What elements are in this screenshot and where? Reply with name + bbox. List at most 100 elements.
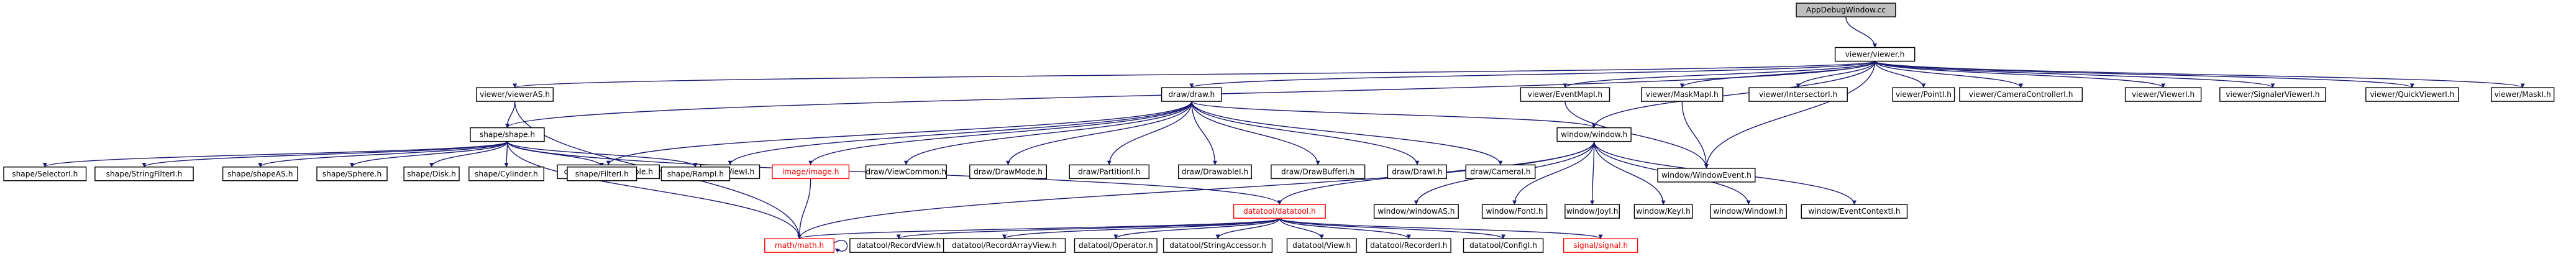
node-box <box>1959 87 2083 102</box>
node-rampI[interactable]: shape/RampI.h <box>660 167 731 181</box>
node-drawable[interactable]: draw/DrawableI.h <box>1177 164 1252 180</box>
edge-shape-to-selector <box>43 140 508 168</box>
node-label: shape/SelectorI.h <box>12 170 78 178</box>
node-box <box>865 164 947 180</box>
node-datatool[interactable]: datatool/datatool.h <box>1233 204 1326 219</box>
node-viewerAS[interactable]: viewer/viewerAS.h <box>476 87 554 102</box>
node-stringFilter[interactable]: shape/StringFilterI.h <box>94 167 194 181</box>
node-label: viewer/MaskI.h <box>2494 90 2551 99</box>
node-viewCommon[interactable]: draw/ViewCommon.h <box>865 164 947 180</box>
node-label: viewer/CameraControllerI.h <box>1969 90 2073 99</box>
node-maskI[interactable]: viewer/MaskI.h <box>2490 87 2555 102</box>
node-label: viewer/SignalerViewerI.h <box>2226 90 2319 99</box>
node-fontI[interactable]: window/FontI.h <box>1481 204 1548 219</box>
node-maskMap[interactable]: viewer/MaskMapI.h <box>1640 87 1724 102</box>
node-box <box>1074 238 1158 253</box>
edge-viewer-to-viewerAS <box>513 60 1876 88</box>
node-signalerViewer[interactable]: viewer/SignalerViewerI.h <box>2219 87 2326 102</box>
node-label: datatool/RecorderI.h <box>1370 241 1447 250</box>
node-math[interactable]: math/math.h <box>764 238 835 253</box>
node-box <box>2490 87 2555 102</box>
edge-viewer-to-signalerViewer <box>1874 60 2275 88</box>
node-recorder[interactable]: datatool/RecorderI.h <box>1366 238 1451 253</box>
node-label: datatool/ConfigI.h <box>1469 241 1537 250</box>
edge-viewer-to-viewerI <box>1874 60 2165 88</box>
node-recordArrayView[interactable]: datatool/RecordArrayView.h <box>943 238 1066 253</box>
node-filterI[interactable]: shape/FilterI.h <box>567 167 637 181</box>
node-shapeAS[interactable]: shape/shapeAS.h <box>222 167 298 181</box>
node-box <box>1657 168 1756 183</box>
node-label: draw/DrawMode.h <box>974 167 1043 176</box>
node-label: viewer/viewerAS.h <box>480 90 550 99</box>
node-camController[interactable]: viewer/CameraControllerI.h <box>1959 87 2083 102</box>
node-quickViewer[interactable]: viewer/QuickViewerI.h <box>2365 87 2459 102</box>
node-box <box>403 167 460 181</box>
node-drawMode[interactable]: draw/DrawMode.h <box>969 164 1048 180</box>
node-windowEvent[interactable]: window/WindowEvent.h <box>1657 168 1756 183</box>
edge-datatool-to-recorder <box>1279 217 1411 239</box>
node-viewer[interactable]: viewer/viewer.h <box>1834 47 1916 62</box>
edge-shape-to-math <box>506 141 802 239</box>
node-box <box>1177 164 1252 180</box>
node-box <box>1373 204 1459 219</box>
node-label: viewer/IntersectorI.h <box>1759 90 1837 99</box>
node-dtView[interactable]: datatool/View.h <box>1286 238 1357 253</box>
node-image[interactable]: image/image.h <box>772 164 850 180</box>
node-label: shape/shapeAS.h <box>227 170 293 178</box>
node-cylinder[interactable]: shape/Cylinder.h <box>468 167 544 181</box>
node-drawerI[interactable]: draw/DrawI.h <box>1387 164 1447 180</box>
node-label: shape/StringFilterI.h <box>106 170 183 178</box>
node-sphere[interactable]: shape/Sphere.h <box>316 167 388 181</box>
node-label: shape/RampI.h <box>667 170 724 178</box>
node-drawBuffer[interactable]: draw/DrawBufferI.h <box>1271 164 1366 180</box>
node-label: viewer/ViewerI.h <box>2132 90 2195 99</box>
node-window[interactable]: window/window.h <box>1556 127 1632 142</box>
node-eventContext[interactable]: window/EventContextI.h <box>1801 204 1908 219</box>
edge-draw-to-drawViewI <box>728 101 1192 165</box>
edge-appdebug-to-viewer <box>1845 17 1878 48</box>
node-box <box>660 167 731 181</box>
node-selector[interactable]: shape/SelectorI.h <box>3 167 87 181</box>
node-disk[interactable]: shape/Disk.h <box>403 167 460 181</box>
node-windowI[interactable]: window/WindowI.h <box>1710 204 1787 219</box>
node-label: viewer/MaskMapI.h <box>1646 90 1719 99</box>
edge-datatool-to-dtView <box>1279 218 1324 239</box>
node-cameraI[interactable]: draw/CameraI.h <box>1465 164 1536 180</box>
node-label: window/WindowEvent.h <box>1661 171 1752 180</box>
node-stringAccessor[interactable]: datatool/StringAccessor.h <box>1162 238 1273 253</box>
node-box <box>1710 204 1787 219</box>
node-box <box>1633 204 1693 219</box>
node-pointI[interactable]: viewer/PointI.h <box>1892 87 1955 102</box>
node-operator[interactable]: datatool/Operator.h <box>1074 238 1158 253</box>
node-label: shape/Cylinder.h <box>475 170 538 178</box>
node-signal[interactable]: signal/signal.h <box>1563 238 1638 253</box>
node-label: viewer/EventMapI.h <box>1528 90 1603 99</box>
edge-viewer-to-pointI <box>1874 61 1926 88</box>
node-appdebug[interactable]: AppDebugWindow.cc <box>1796 2 1896 17</box>
node-recordView[interactable]: datatool/RecordView.h <box>849 238 948 253</box>
node-shape[interactable]: shape/shape.h <box>470 127 545 142</box>
node-box <box>1796 2 1896 17</box>
node-partition[interactable]: draw/PartitionI.h <box>1069 164 1149 180</box>
node-label: datatool/RecordView.h <box>856 241 941 250</box>
node-box <box>1162 238 1273 253</box>
node-draw[interactable]: draw/draw.h <box>1161 87 1222 102</box>
node-eventMap[interactable]: viewer/EventMapI.h <box>1520 87 1610 102</box>
node-viewerI[interactable]: viewer/ViewerI.h <box>2124 87 2202 102</box>
node-box <box>1834 47 1916 62</box>
edge-viewer-to-camController <box>1874 61 2024 88</box>
edge-datatool-to-config <box>1279 217 1505 239</box>
edge-viewer-to-draw <box>1189 60 1876 88</box>
node-windowAS[interactable]: window/windowAS.h <box>1373 204 1459 219</box>
node-config[interactable]: datatool/ConfigI.h <box>1463 238 1544 253</box>
node-keyI[interactable]: window/KeyI.h <box>1633 204 1693 219</box>
node-intersector[interactable]: viewer/IntersectorI.h <box>1748 87 1848 102</box>
node-box <box>772 164 850 180</box>
node-label: draw/DrawI.h <box>1392 167 1442 176</box>
edge-draw-to-viewCommon <box>903 101 1192 165</box>
node-box <box>316 167 388 181</box>
node-box <box>969 164 1048 180</box>
edge-shape-to-disk <box>429 141 508 168</box>
node-joyI[interactable]: window/JoyI.h <box>1564 204 1620 219</box>
